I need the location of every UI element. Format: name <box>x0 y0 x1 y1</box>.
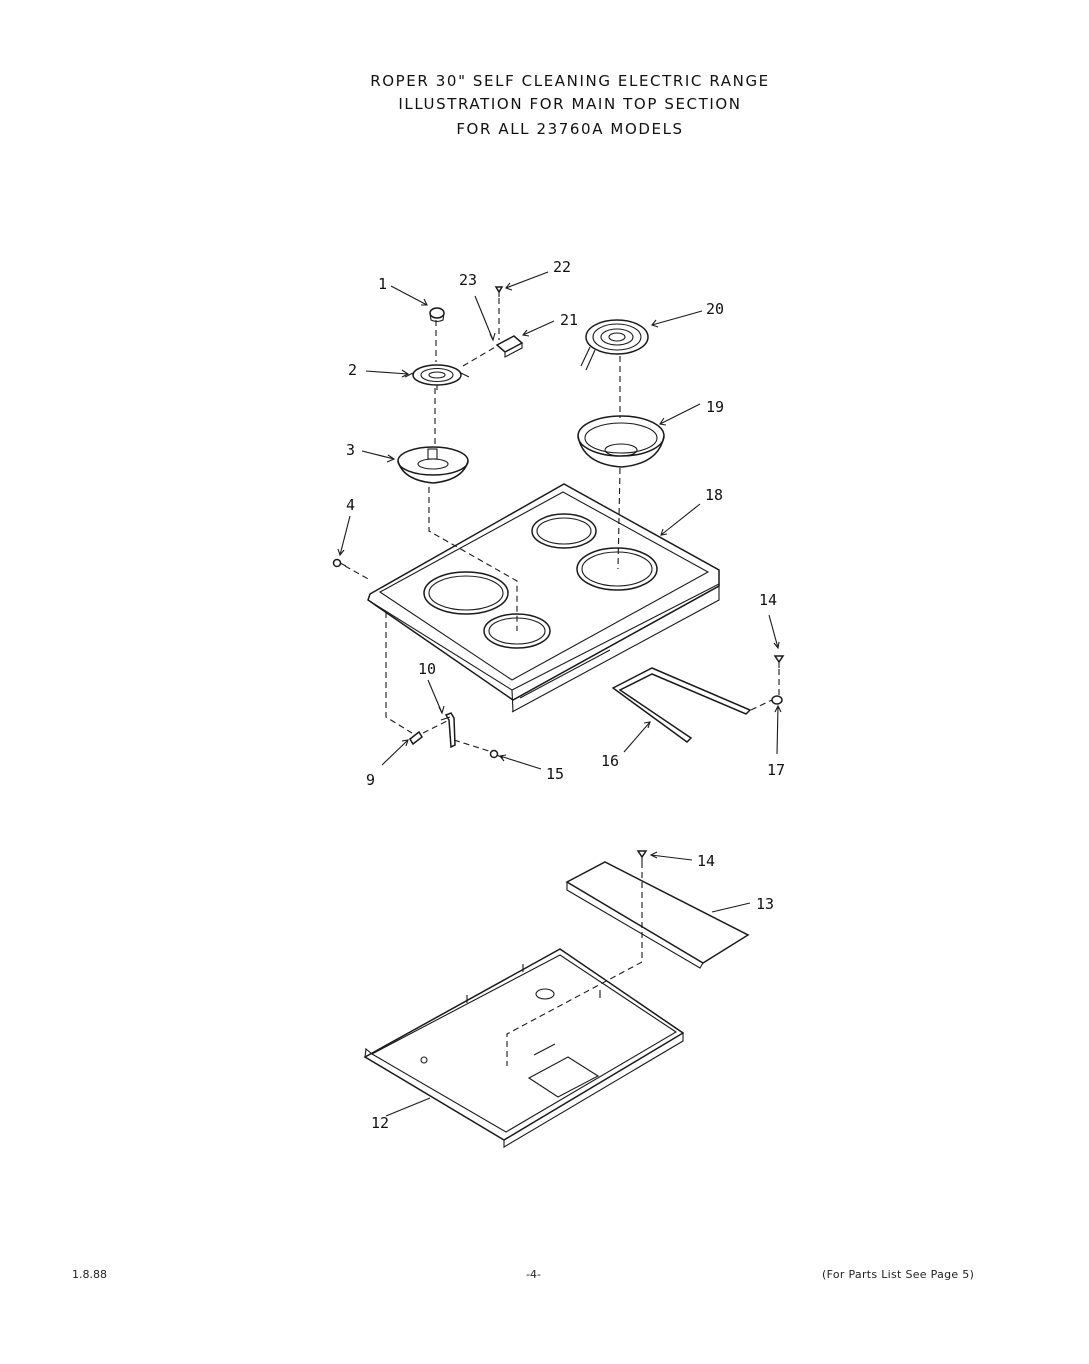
callout-17: 17 <box>767 761 785 779</box>
callout-18: 18 <box>705 486 723 504</box>
callout-16: 16 <box>601 752 619 770</box>
callout-15: 15 <box>546 765 564 783</box>
part-1-knob <box>429 307 445 323</box>
callout-23: 23 <box>459 271 477 289</box>
part-14-screw-upper <box>773 655 785 668</box>
callout-labels: 1 2 3 4 9 10 12 13 14 14 15 16 17 18 19 … <box>346 258 785 1132</box>
footer-parts-list-reference: (For Parts List See Page 5) <box>822 1268 975 1281</box>
diagram-title-line-3: FOR ALL 23760A MODELS <box>456 120 684 138</box>
callout-4: 4 <box>346 496 355 514</box>
callout-13: 13 <box>756 895 774 913</box>
callout-9: 9 <box>366 771 375 789</box>
part-14-screw-lower <box>636 850 648 862</box>
part-20-large-surface-element <box>580 319 649 371</box>
footer-date: 1.8.88 <box>72 1268 107 1281</box>
part-22-screw <box>494 286 504 297</box>
part-19-large-drip-bowl <box>577 415 665 468</box>
part-13-rear-panel <box>565 861 750 969</box>
part-18-main-top <box>367 483 720 713</box>
callout-22: 22 <box>553 258 571 276</box>
diagram-title-line-2: ILLUSTRATION FOR MAIN TOP SECTION <box>398 95 742 113</box>
assembly-lines <box>344 298 780 1066</box>
part-2-small-surface-element <box>404 364 470 390</box>
callout-14-lower: 14 <box>697 852 715 870</box>
callout-2: 2 <box>348 361 357 379</box>
part-9-clip <box>409 730 423 746</box>
footer-page-number: -4- <box>526 1268 541 1281</box>
part-21-terminal-block <box>495 335 524 358</box>
callout-12: 12 <box>371 1114 389 1132</box>
leader-lines <box>337 271 782 1117</box>
callout-14-upper: 14 <box>759 591 777 609</box>
callout-10: 10 <box>418 660 436 678</box>
diagram-title-line-1: ROPER 30" SELF CLEANING ELECTRIC RANGE <box>370 72 770 90</box>
part-12-bottom-pan <box>363 948 685 1148</box>
callout-1: 1 <box>378 275 387 293</box>
part-10-hinge-bracket <box>440 712 456 749</box>
part-16-frame <box>611 667 752 743</box>
part-3-small-drip-bowl <box>397 446 469 484</box>
part-4-screw <box>332 558 347 568</box>
part-17-nut <box>771 695 783 705</box>
callout-20: 20 <box>706 300 724 318</box>
callout-21: 21 <box>560 311 578 329</box>
callout-19: 19 <box>706 398 724 416</box>
callout-3: 3 <box>346 441 355 459</box>
